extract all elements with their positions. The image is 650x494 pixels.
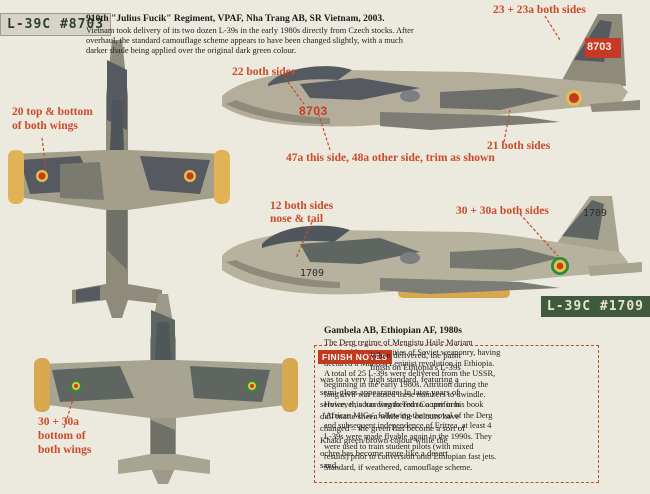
- finish-notes-line: sand.: [320, 459, 339, 470]
- viet-tail-band: [585, 38, 621, 58]
- finish-notes-line: service, this has weathered to a uniform: [320, 398, 460, 409]
- vietnam-side-view: [222, 14, 640, 130]
- ethiopia-caption-line: long civil war caused these numbers to d…: [324, 390, 486, 399]
- viet-tail-serial: 8703: [587, 41, 612, 53]
- finish-notes-line: Khaki green/brown colour while the: [320, 435, 448, 446]
- vietnam-caption-title: 910th "Julius Fucik" Regiment, VPAF, Nha…: [86, 14, 385, 24]
- label-20-line2: of both wings: [12, 120, 78, 132]
- vietnam-top-view: [8, 40, 230, 318]
- label-20-line1: 20 top & bottom: [12, 106, 93, 118]
- finish-notes-line: semi-gloss appearance. In later years of: [320, 386, 460, 397]
- viet-canopy: [268, 66, 352, 86]
- ethiopia-caption-line: However, according to Tom Cooper in his …: [324, 400, 484, 410]
- finish-notes-line: changed – the green has become a sort of: [320, 423, 466, 434]
- eth-bottom-left-tank: [34, 358, 50, 412]
- finish-notes-badge: FINISH NOTES: [318, 350, 392, 364]
- vietnam-caption-line: overhaul, the standard camouflage scheme…: [86, 36, 403, 45]
- ethiopia-bottom-view: [34, 294, 298, 484]
- vietnam-caption-line: Vietnam took delivery of its two dozen L…: [86, 26, 414, 35]
- eth-tail-serial: 1709: [583, 208, 608, 219]
- ethiopia-caption-line: and subsequent independence of Eritrea, …: [324, 421, 492, 431]
- ethiopia-aircraft-tag: L-39C #1709: [540, 296, 650, 317]
- finish-notes-box: [314, 345, 599, 483]
- label-30-bottom-line1: 30 + 30a: [38, 416, 80, 428]
- vietnam-aircraft-tag: L-39C #8703: [0, 13, 112, 36]
- eth-bottom-right-tank: [282, 358, 298, 412]
- ethiopia-caption-line: A total of 25 L-39s were delivered from …: [324, 369, 496, 379]
- finish-notes-line: was to a very high standard, featuring a: [320, 374, 459, 385]
- ethiopia-caption-line: acquired large quantities of Soviet weap…: [324, 348, 501, 358]
- ethiopia-caption-line: declared a Marxist-Leninist revolution i…: [324, 358, 495, 368]
- ethiopia-caption-line: beginning in the early 1980s. Attrition …: [324, 379, 489, 389]
- ethiopia-side-view: [222, 196, 642, 298]
- label-23-23a: 23 + 23a both sides: [493, 4, 586, 16]
- label-30-30a-sides: 30 + 30a both sides: [456, 205, 549, 217]
- finish-notes-line: When delivered, the paint: [370, 350, 461, 360]
- label-30-bottom-line2: bottom of: [38, 430, 86, 442]
- vietnam-caption-line: darker shade being applied over the orig…: [86, 46, 297, 55]
- label-12-line2: nose & tail: [270, 213, 324, 225]
- label-47a-48a: 47a this side, 48a other side, trim as s…: [286, 152, 495, 164]
- label-21: 21 both sides: [487, 140, 551, 152]
- viet-wing: [380, 112, 560, 130]
- finish-notes-line: dull matte sheen while the colours have: [320, 411, 460, 421]
- label-12-line1: 12 both sides: [270, 200, 334, 212]
- viet-top-left-tank: [8, 150, 24, 204]
- label-30-bottom-line3: both wings: [38, 444, 92, 456]
- ethiopia-caption-title: Gambela AB, Ethiopian AF, 1980s: [324, 326, 462, 336]
- ethiopia-caption-line: Standard, if weathered, camouflage schem…: [324, 462, 473, 472]
- ethiopia-caption-line: L-39s were made flyable again in the 199…: [324, 431, 492, 441]
- finish-notes-line: finish on Ethiopia's L-39s: [370, 362, 461, 373]
- viet-top-right-tank: [214, 150, 230, 204]
- ethiopia-caption-line: results) prior to conversion onto Ethiop…: [324, 452, 497, 462]
- finish-notes-line: ochre has become more like a desert: [320, 447, 448, 458]
- leader-lines: [41, 15, 561, 429]
- ethiopia-caption-line: 'African MiGs', following the removal of…: [324, 410, 493, 420]
- viet-nose-serial: 8703: [299, 104, 328, 118]
- eth-nose-serial: 1709: [300, 268, 325, 279]
- ethiopia-caption-line: were used to train student pilots (with …: [324, 442, 474, 451]
- label-22: 22 both sides: [232, 66, 296, 78]
- ethiopia-caption-line: The Derg regime of Mengistu Haile Mariam: [324, 338, 473, 347]
